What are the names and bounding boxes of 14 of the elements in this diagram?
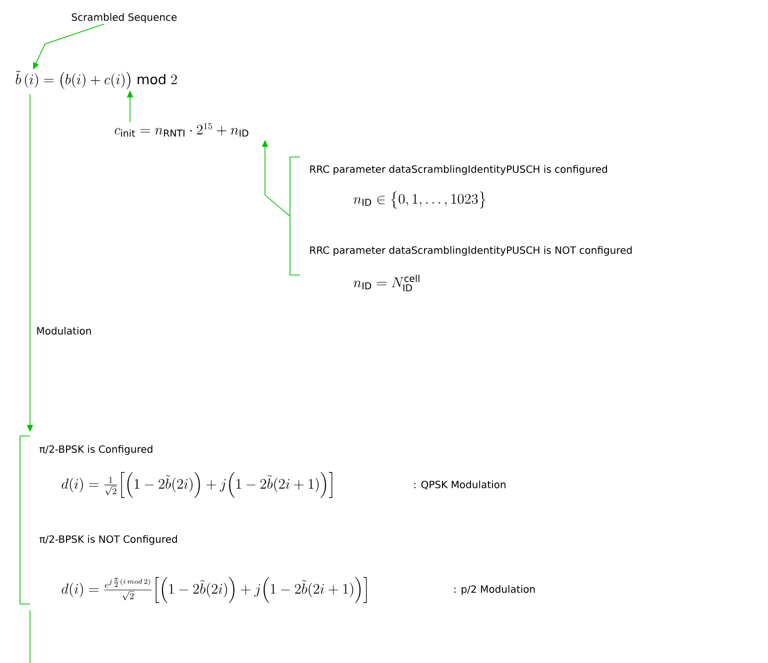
formula: $n_{\mathrm{ID}}=N_{\mathrm{ID}}^{\mathrm{cell}}$ [354,274,420,292]
formula: $d(i)=\frac{1}{\sqrt{2}}\Bigl[\Bigl(1-2\tilde{b}(2i)\Bigr)+j\Bigl(1-2\tilde{b}(2i+1)\Bigr)\Bigr]$ [62,472,332,498]
formula: $d(i)=\frac{e^{j\frac{\pi}{2}(i\,mod\,2)}}{\sqrt{2}}\Bigl[\Bigl(1-2\tilde{b}(2i)\Bigr)+j\Bigl(1-2\tilde{b}(2i+1)\Bigr)\Bigr]$ [62,577,367,603]
condition-text: π/2-BPSK is NOT Configured [40,535,177,545]
caption-text: Scrambled Sequence [72,13,177,23]
formula: $c_{\mathrm{init}}=n_{\mathrm{RNTI}}\cdot 2^{15}+n_{\mathrm{ID}}$ [114,123,248,137]
condition-text: RRC parameter dataScramblingIdentityPUSCH is configured [310,165,607,175]
condition-text: : QPSK Modulation [414,480,506,490]
condition-text: π/2-BPSK is Configured [40,445,152,455]
edge-label: Modulation [37,326,91,335]
condition-text: : p/2 Modulation [454,585,535,595]
formula: $\tilde{b}\,(i)=\bigl(b(i)+c(i)\bigr)\bmod 2$ [16,70,177,90]
formula: $n_{\mathrm{ID}}\in\bigl\{0,1,\ldots,1023\bigr\}$ [354,191,486,209]
condition-text: RRC parameter dataScramblingIdentityPUSCH is NOT configured [310,246,632,256]
